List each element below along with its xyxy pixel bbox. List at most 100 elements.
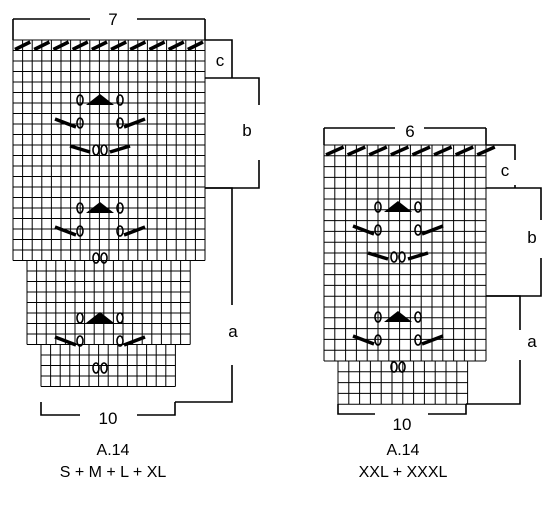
section-label-a: a — [228, 322, 238, 341]
triangle-symbol — [384, 201, 412, 212]
decrease-symbol — [325, 145, 345, 157]
caption-title: A.14 — [96, 442, 130, 459]
bracket-line — [486, 295, 521, 330]
section-label-c: c — [216, 51, 225, 70]
bracket-line — [205, 160, 260, 189]
slant-left-symbol — [352, 224, 375, 236]
yarn-over-symbol — [374, 224, 382, 236]
slant-left-symbol — [54, 117, 77, 129]
bracket-line — [40, 402, 80, 416]
slant-right-symbol — [407, 251, 429, 261]
caption-left: A.14 S + M + L + XL — [38, 440, 188, 484]
yarn-over-symbol — [414, 201, 422, 213]
decrease-symbol — [129, 40, 147, 52]
yarn-over-symbol — [76, 225, 84, 237]
yarn-over-symbol — [100, 362, 108, 374]
yarn-over-symbol — [76, 335, 84, 347]
decrease-symbol — [390, 145, 410, 157]
yarn-over-symbol — [116, 117, 124, 129]
chart-grid — [323, 144, 487, 405]
bracket-line — [137, 402, 176, 416]
bottom-width-label: 10 — [99, 409, 118, 428]
decrease-symbol — [148, 40, 166, 52]
bottom-width-label: 10 — [393, 415, 412, 434]
bracket-line — [486, 144, 516, 160]
section-label-a: a — [527, 332, 537, 351]
decrease-symbol — [454, 145, 474, 157]
yarn-over-symbol — [390, 361, 398, 373]
slant-right-symbol — [123, 117, 146, 129]
bracket-line — [205, 39, 233, 78]
slant-left-symbol — [54, 225, 77, 237]
yarn-over-symbol — [116, 202, 124, 214]
decrease-symbol — [187, 40, 204, 52]
decrease-symbol — [52, 40, 70, 52]
yarn-over-symbol — [92, 252, 100, 264]
caption-sizes: XXL + XXXL — [358, 464, 448, 481]
slant-right-symbol — [421, 334, 444, 346]
decrease-symbol — [71, 40, 89, 52]
caption-sizes: S + M + L + XL — [59, 464, 167, 481]
bracket-line — [205, 187, 233, 305]
slant-right-symbol — [109, 144, 131, 154]
chart-a14-left: 7 10 c b a — [12, 10, 260, 428]
bracket-line — [175, 365, 233, 403]
chart-brackets — [323, 127, 542, 415]
yarn-over-symbol — [76, 117, 84, 129]
decrease-symbol — [368, 145, 388, 157]
chart-symbols — [14, 40, 204, 374]
decrease-symbol — [346, 145, 366, 157]
decrease-symbol — [14, 40, 31, 52]
slant-right-symbol — [421, 224, 444, 236]
chart-symbols — [325, 145, 496, 373]
yarn-over-symbol — [92, 144, 100, 156]
yarn-over-symbol — [100, 252, 108, 264]
decrease-symbol — [433, 145, 453, 157]
bracket-line — [466, 360, 521, 405]
yarn-over-symbol — [116, 312, 124, 324]
yarn-over-symbol — [92, 362, 100, 374]
slant-left-symbol — [54, 335, 77, 347]
decrease-symbol — [110, 40, 127, 52]
yarn-over-symbol — [414, 311, 422, 323]
top-width-label: 6 — [405, 122, 414, 141]
bracket-line — [205, 77, 260, 105]
yarn-over-symbol — [116, 335, 124, 347]
yarn-over-symbol — [398, 251, 406, 263]
yarn-over-symbol — [76, 312, 84, 324]
slant-left-symbol — [352, 334, 375, 346]
yarn-over-symbol — [100, 144, 108, 156]
yarn-over-symbol — [414, 224, 422, 236]
yarn-over-symbol — [390, 251, 398, 263]
section-label-b: b — [527, 228, 536, 247]
yarn-over-symbol — [76, 202, 84, 214]
section-label-b: b — [242, 121, 251, 140]
bracket-line — [486, 187, 542, 220]
top-width-label: 7 — [108, 10, 117, 29]
decrease-symbol — [411, 145, 431, 157]
slant-right-symbol — [123, 225, 146, 237]
bracket-line — [337, 404, 375, 415]
slant-left-symbol — [367, 251, 389, 261]
bracket-line — [486, 258, 542, 297]
decrease-symbol — [91, 40, 108, 52]
triangle-symbol — [86, 202, 114, 213]
yarn-over-symbol — [374, 201, 382, 213]
slant-right-symbol — [123, 335, 146, 347]
yarn-over-symbol — [76, 94, 84, 106]
triangle-symbol — [384, 311, 412, 322]
slant-left-symbol — [69, 144, 91, 154]
chart-brackets — [12, 18, 260, 416]
decrease-symbol — [167, 40, 185, 52]
decrease-symbol — [33, 40, 51, 52]
section-label-c: c — [501, 161, 510, 180]
caption-title: A.14 — [386, 442, 420, 459]
chart-grid — [12, 39, 206, 387]
yarn-over-symbol — [374, 311, 382, 323]
bracket-line — [428, 404, 467, 415]
yarn-over-symbol — [414, 334, 422, 346]
decrease-symbol — [476, 145, 496, 157]
yarn-over-symbol — [398, 361, 406, 373]
yarn-over-symbol — [374, 334, 382, 346]
